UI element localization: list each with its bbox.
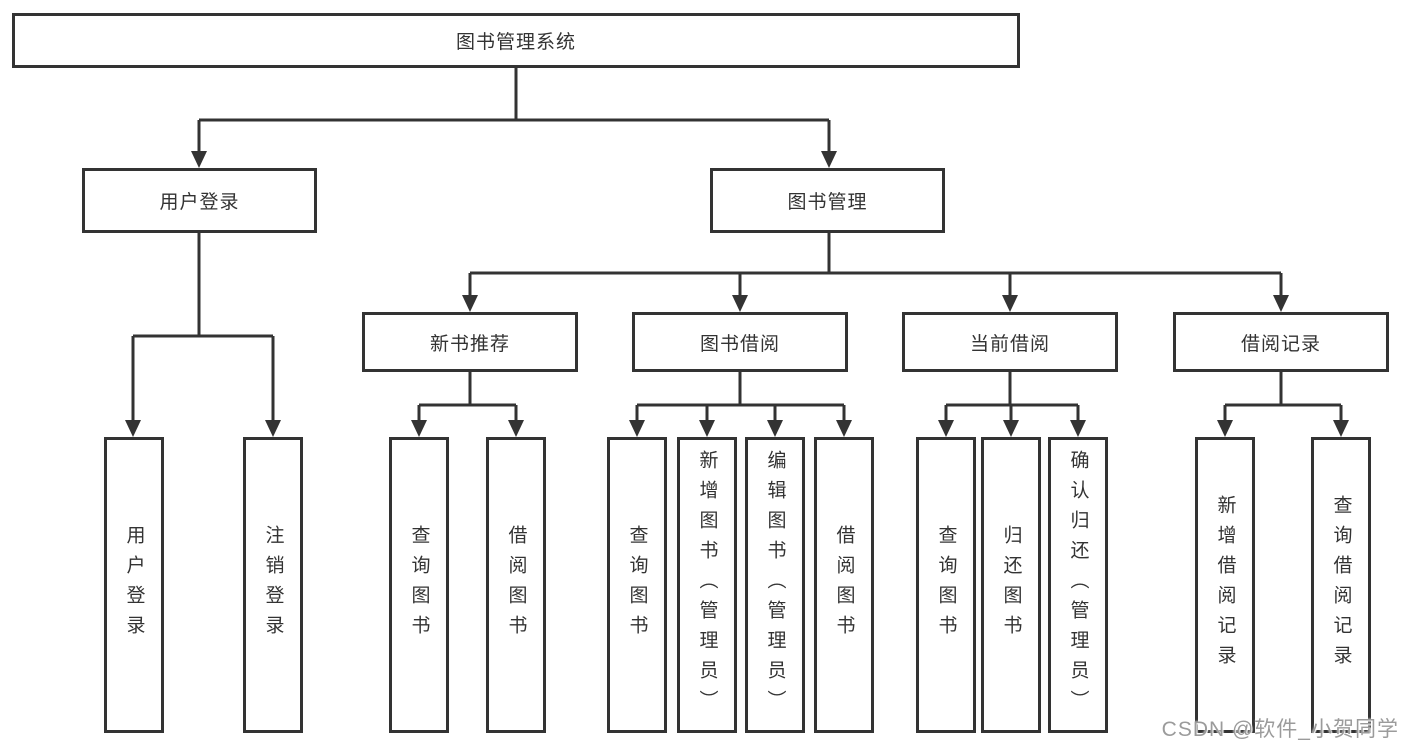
node-root-label: 图书管理系统 — [455, 32, 576, 53]
node-leaf-cb-query-books-label: 查询图书 — [935, 525, 957, 645]
node-leaf-user-login-label: 用户登录 — [123, 525, 145, 645]
node-current-borrow-label: 当前借阅 — [969, 333, 1050, 355]
node-leaf-nb-query-books-label: 查询图书 — [408, 525, 430, 645]
node-current-borrow: 当前借阅 — [902, 312, 1118, 372]
node-leaf-br-add-record-label: 新增借阅记录 — [1214, 495, 1236, 675]
node-leaf-cb-query-books: 查询图书 — [916, 437, 976, 733]
node-leaf-bb-borrow-books-label: 借阅图书 — [833, 525, 855, 645]
node-book-management-label: 图书管理 — [787, 192, 868, 213]
node-leaf-nb-query-books: 查询图书 — [389, 437, 449, 733]
watermark: CSDN @软件_小贺同学 — [1161, 718, 1399, 741]
node-borrow-records-label: 借阅记录 — [1240, 333, 1321, 355]
node-leaf-logout: 注销登录 — [243, 437, 303, 733]
node-leaf-nb-borrow-books: 借阅图书 — [486, 437, 546, 733]
node-leaf-bb-query-books: 查询图书 — [607, 437, 667, 733]
node-root-system: 图书管理系统 — [12, 13, 1020, 68]
node-leaf-bb-add-books-admin: 新增图书（管理员） — [677, 437, 737, 733]
node-user-login-label: 用户登录 — [159, 192, 240, 213]
node-leaf-bb-edit-books-admin-label: 编辑图书（管理员） — [764, 450, 786, 720]
node-book-management: 图书管理 — [710, 168, 945, 233]
node-leaf-logout-label: 注销登录 — [262, 525, 284, 645]
node-book-borrow-label: 图书借阅 — [699, 333, 780, 355]
node-leaf-cb-confirm-return-admin-label: 确认归还（管理员） — [1067, 450, 1089, 720]
node-new-book-recommend-label: 新书推荐 — [429, 333, 510, 355]
node-book-borrow: 图书借阅 — [632, 312, 848, 372]
node-leaf-user-login: 用户登录 — [104, 437, 164, 733]
node-leaf-br-query-record-label: 查询借阅记录 — [1330, 495, 1352, 675]
node-leaf-br-add-record: 新增借阅记录 — [1195, 437, 1255, 733]
node-leaf-cb-confirm-return-admin: 确认归还（管理员） — [1048, 437, 1108, 733]
node-borrow-records: 借阅记录 — [1173, 312, 1389, 372]
node-leaf-cb-return-books: 归还图书 — [981, 437, 1041, 733]
node-new-book-recommend: 新书推荐 — [362, 312, 578, 372]
node-leaf-bb-query-books-label: 查询图书 — [626, 525, 648, 645]
node-leaf-bb-borrow-books: 借阅图书 — [814, 437, 874, 733]
node-leaf-nb-borrow-books-label: 借阅图书 — [505, 525, 527, 645]
node-leaf-cb-return-books-label: 归还图书 — [1000, 525, 1022, 645]
node-user-login: 用户登录 — [82, 168, 317, 233]
node-leaf-bb-edit-books-admin: 编辑图书（管理员） — [745, 437, 805, 733]
node-leaf-bb-add-books-admin-label: 新增图书（管理员） — [696, 450, 718, 720]
node-leaf-br-query-record: 查询借阅记录 — [1311, 437, 1371, 733]
